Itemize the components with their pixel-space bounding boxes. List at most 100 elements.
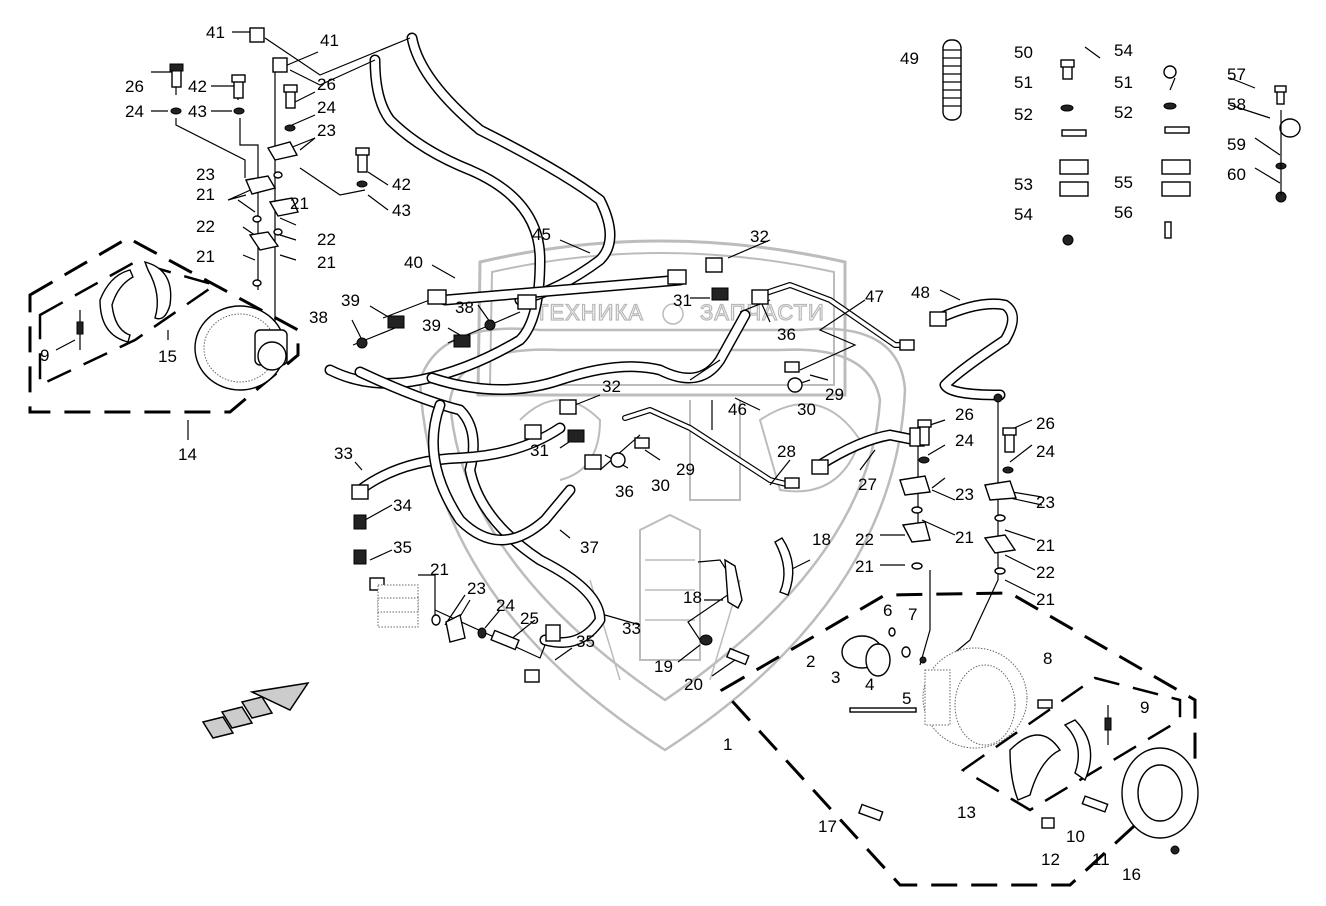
callout-54[interactable]: 54 xyxy=(1114,41,1133,60)
callout-14[interactable]: 14 xyxy=(178,445,197,464)
callout-7[interactable]: 7 xyxy=(908,605,917,624)
callout-10[interactable]: 10 xyxy=(1066,827,1085,846)
callout-22[interactable]: 22 xyxy=(855,530,874,549)
callout-24[interactable]: 24 xyxy=(1036,442,1055,461)
callout-56[interactable]: 56 xyxy=(1114,203,1133,222)
callout-34[interactable]: 34 xyxy=(393,496,412,515)
callout-26[interactable]: 26 xyxy=(125,77,144,96)
callout-23[interactable]: 23 xyxy=(317,121,336,140)
callout-21[interactable]: 21 xyxy=(196,247,215,266)
callout-9[interactable]: 9 xyxy=(1140,698,1149,717)
callout-48[interactable]: 48 xyxy=(911,283,930,302)
callout-24[interactable]: 24 xyxy=(496,596,515,615)
callout-36[interactable]: 36 xyxy=(777,325,796,344)
callout-21[interactable]: 21 xyxy=(196,185,215,204)
callout-18[interactable]: 18 xyxy=(812,530,831,549)
callout-59[interactable]: 59 xyxy=(1227,135,1246,154)
callout-53[interactable]: 53 xyxy=(1014,175,1033,194)
callout-32[interactable]: 32 xyxy=(750,227,769,246)
callout-19[interactable]: 19 xyxy=(654,657,673,676)
callout-55[interactable]: 55 xyxy=(1114,173,1133,192)
callout-13[interactable]: 13 xyxy=(957,803,976,822)
callout-41[interactable]: 41 xyxy=(320,31,339,50)
callout-51[interactable]: 51 xyxy=(1114,73,1133,92)
callout-16[interactable]: 16 xyxy=(1122,865,1141,884)
callout-27[interactable]: 27 xyxy=(858,475,877,494)
callout-43[interactable]: 43 xyxy=(188,102,207,121)
callout-29[interactable]: 29 xyxy=(825,385,844,404)
callout-40[interactable]: 40 xyxy=(404,253,423,272)
callout-38[interactable]: 38 xyxy=(309,308,328,327)
callout-21[interactable]: 21 xyxy=(855,557,874,576)
callout-49[interactable]: 49 xyxy=(900,49,919,68)
callout-23[interactable]: 23 xyxy=(467,579,486,598)
callout-1[interactable]: 1 xyxy=(723,735,732,754)
callout-24[interactable]: 24 xyxy=(125,102,144,121)
callout-31[interactable]: 31 xyxy=(673,291,692,310)
callout-22[interactable]: 22 xyxy=(317,230,336,249)
callout-3[interactable]: 3 xyxy=(831,668,840,687)
callout-33[interactable]: 33 xyxy=(622,619,641,638)
callout-23[interactable]: 23 xyxy=(1036,493,1055,512)
callout-11[interactable]: 11 xyxy=(1092,850,1110,869)
callout-54[interactable]: 54 xyxy=(1014,205,1033,224)
callout-21[interactable]: 21 xyxy=(955,528,974,547)
callout-24[interactable]: 24 xyxy=(317,98,336,117)
callout-30[interactable]: 30 xyxy=(797,400,816,419)
callout-45[interactable]: 45 xyxy=(532,225,551,244)
callout-58[interactable]: 58 xyxy=(1227,95,1246,114)
callout-35[interactable]: 35 xyxy=(576,632,595,651)
callout-20[interactable]: 20 xyxy=(684,675,703,694)
callout-60[interactable]: 60 xyxy=(1227,165,1246,184)
callout-31[interactable]: 31 xyxy=(530,441,549,460)
callout-22[interactable]: 22 xyxy=(196,217,215,236)
callout-47[interactable]: 47 xyxy=(865,287,884,306)
callout-57[interactable]: 57 xyxy=(1227,65,1246,84)
callout-4[interactable]: 4 xyxy=(865,675,874,694)
right-brake-shoe-1 xyxy=(1009,734,1062,801)
callout-21[interactable]: 21 xyxy=(317,253,336,272)
callout-42[interactable]: 42 xyxy=(188,77,207,96)
callout-25[interactable]: 25 xyxy=(520,609,539,628)
callout-39[interactable]: 39 xyxy=(422,316,441,335)
callout-32[interactable]: 32 xyxy=(602,377,621,396)
callout-33[interactable]: 33 xyxy=(334,444,353,463)
callout-42[interactable]: 42 xyxy=(392,175,411,194)
callout-46[interactable]: 46 xyxy=(728,400,747,419)
callout-26[interactable]: 26 xyxy=(955,405,974,424)
callout-15[interactable]: 15 xyxy=(158,347,177,366)
callout-50[interactable]: 50 xyxy=(1014,43,1033,62)
callout-5[interactable]: 5 xyxy=(902,689,911,708)
callout-24[interactable]: 24 xyxy=(955,431,974,450)
callout-52[interactable]: 52 xyxy=(1014,105,1033,124)
callout-43[interactable]: 43 xyxy=(392,201,411,220)
callout-35[interactable]: 35 xyxy=(393,538,412,557)
callout-18[interactable]: 18 xyxy=(683,588,702,607)
callout-8[interactable]: 8 xyxy=(1043,649,1052,668)
callout-26[interactable]: 26 xyxy=(1036,414,1055,433)
callout-37[interactable]: 37 xyxy=(580,538,599,557)
callout-12[interactable]: 12 xyxy=(1041,850,1060,869)
callout-9[interactable]: 9 xyxy=(40,346,49,365)
callout-21[interactable]: 21 xyxy=(290,194,309,213)
callout-21[interactable]: 21 xyxy=(1036,590,1055,609)
callout-21[interactable]: 21 xyxy=(430,560,449,579)
callout-52[interactable]: 52 xyxy=(1114,103,1133,122)
callout-21[interactable]: 21 xyxy=(1036,536,1055,555)
callout-41[interactable]: 41 xyxy=(206,23,225,42)
callout-2[interactable]: 2 xyxy=(806,652,815,671)
sensor-clip-1 xyxy=(724,558,743,609)
callout-23[interactable]: 23 xyxy=(196,165,215,184)
callout-23[interactable]: 23 xyxy=(955,485,974,504)
callout-29[interactable]: 29 xyxy=(676,460,695,479)
callout-36[interactable]: 36 xyxy=(615,482,634,501)
callout-39[interactable]: 39 xyxy=(341,291,360,310)
callout-22[interactable]: 22 xyxy=(1036,563,1055,582)
callout-30[interactable]: 30 xyxy=(651,476,670,495)
callout-51[interactable]: 51 xyxy=(1014,73,1033,92)
callout-38[interactable]: 38 xyxy=(455,298,474,317)
callout-6[interactable]: 6 xyxy=(883,601,892,620)
callout-28[interactable]: 28 xyxy=(777,442,796,461)
callout-26[interactable]: 26 xyxy=(317,75,336,94)
callout-17[interactable]: 17 xyxy=(818,817,837,836)
